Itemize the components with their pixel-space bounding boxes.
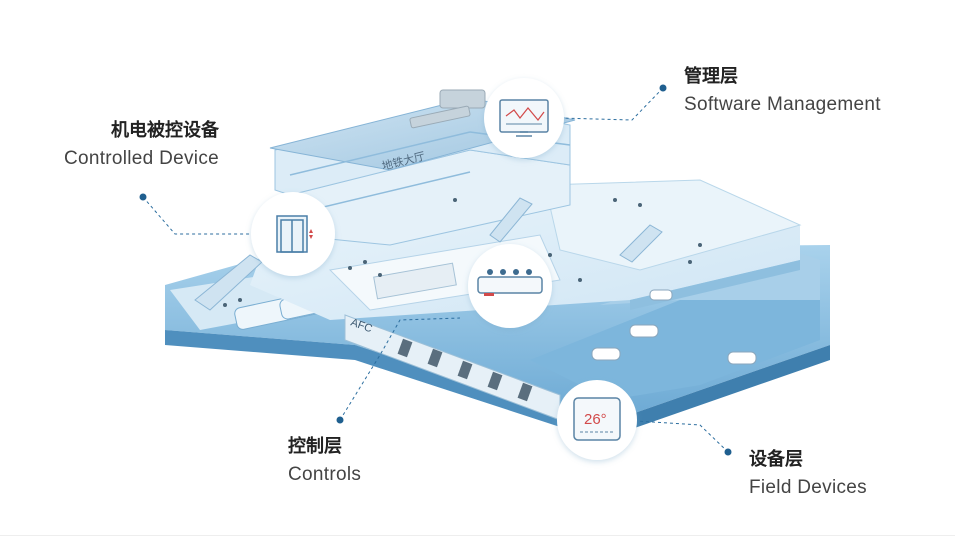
leader-controls — [339, 317, 461, 421]
field-devices-en: Field Devices — [749, 476, 867, 498]
leader-software — [559, 87, 664, 121]
label-controls: 控制层 Controls — [288, 436, 361, 486]
leader-field — [619, 419, 729, 453]
equipment-racks — [397, 338, 533, 402]
base-right-side — [600, 345, 830, 440]
label-controlled-device: 机电被控设备 Controlled Device — [64, 120, 219, 170]
right-terrace — [544, 179, 802, 271]
people — [223, 198, 702, 307]
controls-cn: 控制层 — [288, 436, 342, 456]
software-management-cn: 管理层 — [684, 66, 738, 86]
leader-controlled — [142, 196, 275, 235]
ticket-area — [373, 262, 457, 300]
ceiling-sensor-icon — [477, 269, 543, 296]
thermostat-reading: 26° — [584, 411, 607, 428]
label-software-management: 管理层 Software Management — [684, 66, 881, 116]
thermostat-icon: 26° — [573, 397, 621, 441]
controlled-device-cn: 机电被控设备 — [111, 120, 219, 140]
main-deck-edge — [630, 260, 800, 310]
cars — [591, 289, 757, 365]
escalator-mid — [489, 197, 533, 243]
dot-controlled — [139, 193, 147, 201]
monitor-icon — [499, 99, 549, 137]
base-front — [165, 330, 600, 440]
dot-field — [724, 448, 732, 456]
dot-software — [659, 84, 667, 92]
software-management-en: Software Management — [684, 93, 881, 115]
leader-lines — [142, 87, 729, 453]
elevator-icon — [276, 215, 313, 253]
controls-en: Controls — [288, 463, 362, 485]
field-devices-cn: 设备层 — [749, 449, 803, 469]
roof-unit — [409, 105, 471, 129]
controlled-device-en: Controlled Device — [63, 147, 219, 169]
roof-unit — [439, 89, 486, 109]
label-field-devices: 设备层 Field Devices — [749, 449, 867, 499]
dot-controls — [336, 416, 344, 424]
bottom-divider — [0, 535, 955, 536]
parking-level — [530, 300, 820, 400]
escalator-right — [619, 224, 663, 263]
